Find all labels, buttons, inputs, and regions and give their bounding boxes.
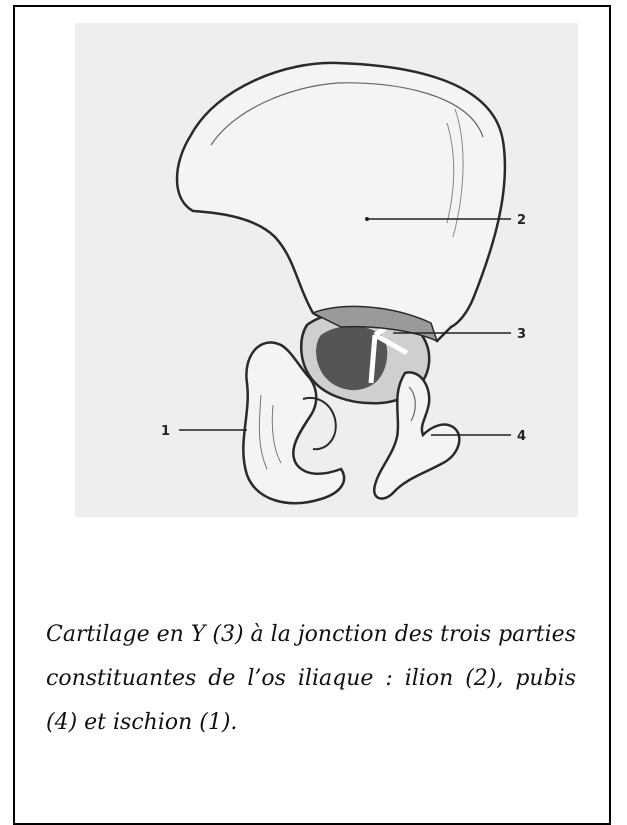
figure-caption: Cartilage en Y (3) à la jonction des tro…: [46, 613, 576, 745]
label-1: 1: [161, 424, 170, 439]
label-4: 4: [517, 429, 526, 444]
hip-bone-diagram: 2 3 1 4: [75, 23, 578, 517]
label-2: 2: [517, 213, 526, 228]
hip-bone-figure: 2 3 1 4: [75, 23, 578, 517]
document-frame: 2 3 1 4 Cartilage en Y (3) à la jonction…: [13, 5, 611, 825]
ilium-outline: [177, 63, 505, 341]
pointer-dot-2: [365, 217, 369, 221]
label-3: 3: [517, 327, 526, 342]
